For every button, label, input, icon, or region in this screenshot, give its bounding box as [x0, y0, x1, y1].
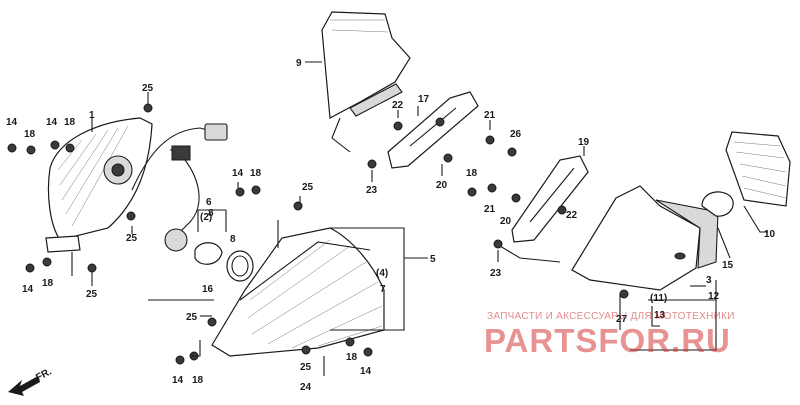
callout-18: 18 [466, 168, 478, 179]
callout-21: 21 [484, 110, 496, 121]
callout-8: 8 [230, 234, 236, 245]
callout-18: 18 [346, 352, 358, 363]
watermark-tagline: ЗАПЧАСТИ И АКСЕССУАРЫ ДЛЯ МОТОТЕХНИКИ [487, 311, 735, 322]
winker-base-19 [511, 155, 589, 243]
watermark-site: PARTSFOR.RU [484, 322, 731, 359]
callout-25: 25 [186, 312, 198, 323]
callout-2: (2) [200, 212, 212, 223]
callout-14: 14 [6, 117, 18, 128]
callout-16: 16 [202, 284, 214, 295]
front-direction-arrow: FR. [8, 366, 54, 396]
rear-winker-housing-3 [499, 185, 719, 291]
leader-lines [71, 61, 768, 376]
callout-23: 23 [366, 185, 378, 196]
callout-5: 5 [430, 254, 436, 265]
front-winker-lens [211, 227, 385, 357]
callout-14: 14 [172, 375, 184, 386]
rear-winker-lens-9 [321, 11, 411, 153]
callout-12: 12 [708, 291, 720, 302]
callout-20: 20 [436, 180, 448, 191]
callout-14: 14 [360, 366, 372, 377]
callout-13: 13 [654, 310, 666, 321]
socket-harness [131, 123, 254, 282]
front-winker-housing-left [45, 117, 153, 253]
callout-18: 18 [64, 117, 76, 128]
callout-8: 8 [208, 208, 214, 219]
callout-22: 22 [392, 100, 404, 111]
callout-18: 18 [192, 375, 204, 386]
callout-labels: 1 14 18 14 18 25 25 14 18 25 6 (2) 8 16 … [6, 58, 776, 393]
callout-18: 18 [250, 168, 262, 179]
fasteners [7, 103, 629, 365]
fr-label: FR. [34, 366, 54, 383]
callout-25: 25 [126, 233, 138, 244]
callout-3: 3 [706, 275, 712, 286]
callout-15: 15 [722, 260, 734, 271]
callout-1: 1 [89, 110, 95, 121]
callout-6: 6 [206, 197, 212, 208]
callout-22: 22 [566, 210, 578, 221]
callout-18: 18 [42, 278, 54, 289]
callout-14: 14 [22, 284, 34, 295]
callout-21: 21 [484, 204, 496, 215]
callout-4: (4) [376, 268, 388, 279]
winker-base-17 [387, 91, 479, 169]
callout-20: 20 [500, 216, 512, 227]
callout-14: 14 [232, 168, 244, 179]
callout-10: 10 [764, 229, 776, 240]
callout-25: 25 [302, 182, 314, 193]
callout-23: 23 [490, 268, 502, 279]
rear-lens-10 [701, 131, 791, 217]
callout-7: 7 [380, 284, 386, 295]
callout-25: 25 [86, 289, 98, 300]
callout-25: 25 [142, 83, 154, 94]
callout-26: 26 [510, 129, 522, 140]
callout-9: 9 [296, 58, 302, 69]
callout-25: 25 [300, 362, 312, 373]
callout-18: 18 [24, 129, 36, 140]
callout-19: 19 [578, 137, 590, 148]
callout-14: 14 [46, 117, 58, 128]
callout-17: 17 [418, 94, 430, 105]
callout-27: 27 [616, 314, 628, 325]
callout-24: 24 [300, 382, 312, 393]
callout-11: (11) [650, 293, 667, 304]
